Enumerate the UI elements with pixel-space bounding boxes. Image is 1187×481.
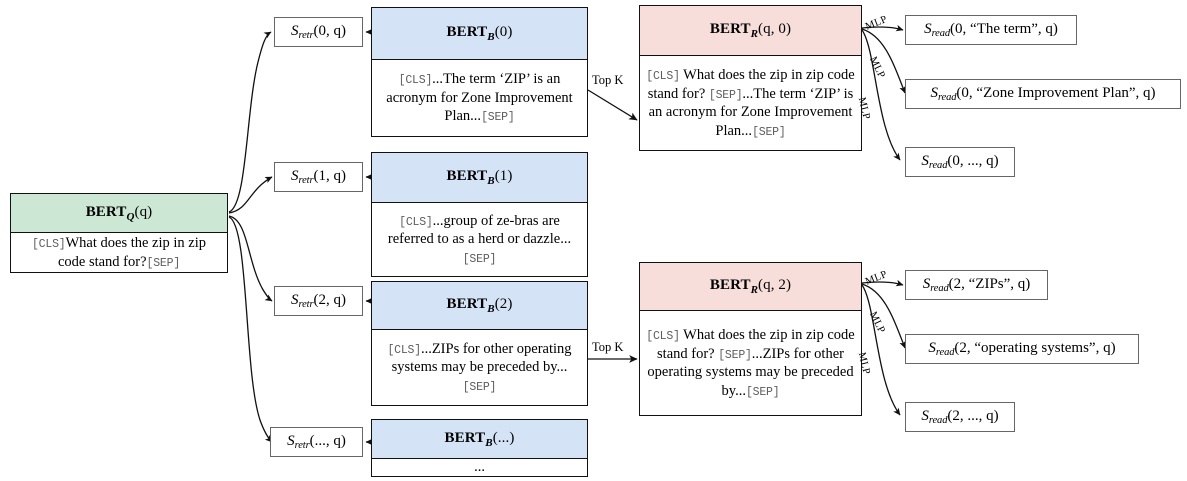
- reader-0-question: What does the zip in zip code stand for?: [647, 66, 855, 102]
- bert-block-dots-title: BERTB(...): [444, 429, 515, 449]
- query-text: What does the zip in zip code stand for?: [57, 234, 207, 270]
- bert-block-2-text: [CLS]...ZIPs for other operating systems…: [372, 330, 587, 405]
- bert-block-dots-box[interactable]: BERTB(...) ...: [371, 419, 588, 477]
- sep-token: [SEP]: [718, 348, 752, 362]
- bert-block-2-title: BERTB(2): [446, 296, 513, 315]
- sep-token-end: [SEP]: [752, 125, 786, 139]
- s-retr-dots-box[interactable]: Sretr(..., q): [270, 427, 363, 457]
- topk-label-top: Top K: [592, 73, 624, 87]
- bert-query-title: BERTQ(q): [85, 203, 153, 223]
- topk-label-bottom: Top K: [592, 340, 624, 354]
- bert-block-dots-header: BERTB(...): [372, 420, 587, 459]
- bert-reader-0-box[interactable]: BERTR(q, 0) [CLS] What does the zip in z…: [639, 5, 862, 151]
- s-retr-dots-label: Sretr(..., q): [287, 433, 346, 451]
- s-read-0-term-label: Sread(0, “The term”, q): [924, 21, 1058, 39]
- bert-query-text: [CLS]What does the zip in zip code stand…: [11, 233, 227, 272]
- sep-token: [SEP]: [462, 252, 497, 266]
- bert-query-box[interactable]: BERTQ(q) [CLS]What does the zip in zip c…: [10, 193, 228, 273]
- bert-reader-1-text: [CLS] What does the zip in zip code stan…: [640, 311, 861, 415]
- s-retr-0-label: Sretr(0, q): [291, 23, 346, 41]
- bert-reader-1-box[interactable]: BERTR(q, 2) [CLS] What does the zip in z…: [639, 262, 862, 416]
- block-1-passage: ...group of ze-bras are referred to as a…: [387, 212, 572, 248]
- bert-block-1-box[interactable]: BERTB(1) [CLS]...group of ze-bras are re…: [371, 152, 588, 277]
- cls-token: [CLS]: [387, 343, 421, 357]
- reader-1-question: What does the zip in zip code stand for?: [657, 326, 855, 362]
- sep-token: [SEP]: [146, 256, 181, 270]
- bert-reader-1-header: BERTR(q, 2): [640, 263, 861, 311]
- bert-block-1-title: BERTB(1): [446, 168, 513, 187]
- s-retr-2-box[interactable]: Sretr(2, q): [274, 286, 363, 316]
- bert-reader-0-header: BERTR(q, 0): [640, 6, 861, 56]
- bert-block-0-text: [CLS]...The term ‘ZIP’ is an acronym for…: [372, 60, 587, 136]
- mlp-label-bottom-2: MLP: [867, 310, 887, 336]
- s-read-2-os-box[interactable]: Sread(2, “operating systems”, q): [905, 334, 1139, 364]
- block-dots-passage: ...: [474, 459, 485, 476]
- bert-block-1-text: [CLS]...group of ze-bras are referred to…: [372, 203, 587, 276]
- s-read-0-dots-label: Sread(0, ..., q): [921, 153, 999, 171]
- s-retr-1-box[interactable]: Sretr(1, q): [274, 162, 363, 192]
- bert-reader-0-text: [CLS] What does the zip in zip code stan…: [640, 56, 861, 150]
- bert-block-0-title: BERTB(0): [446, 24, 513, 43]
- bert-reader-0-title: BERTR(q, 0): [709, 21, 792, 40]
- sep-token: [SEP]: [462, 380, 497, 394]
- s-read-0-zone-box[interactable]: Sread(0, “Zone Improvement Plan”, q): [905, 79, 1181, 109]
- s-retr-0-box[interactable]: Sretr(0, q): [274, 17, 363, 47]
- bert-block-2-box[interactable]: BERTB(2) [CLS]...ZIPs for other operatin…: [371, 281, 588, 406]
- s-read-0-term-box[interactable]: Sread(0, “The term”, q): [905, 15, 1077, 45]
- bert-block-dots-text: ...: [372, 459, 587, 476]
- cls-token: [CLS]: [646, 329, 680, 343]
- cls-token: [CLS]: [399, 215, 433, 229]
- block-2-passage: ...ZIPs for other operating systems may …: [391, 340, 572, 376]
- cls-token: [CLS]: [646, 69, 680, 83]
- s-read-0-dots-box[interactable]: Sread(0, ..., q): [905, 147, 1015, 177]
- bert-block-1-header: BERTB(1): [372, 153, 587, 203]
- s-read-2-zips-box[interactable]: Sread(2, “ZIPs”, q): [905, 270, 1048, 300]
- s-read-0-zone-label: Sread(0, “Zone Improvement Plan”, q): [930, 85, 1156, 103]
- s-retr-1-label: Sretr(1, q): [291, 168, 346, 186]
- mlp-label-bottom-1: MLP: [863, 268, 889, 288]
- s-retr-2-label: Sretr(2, q): [291, 292, 346, 310]
- cls-token: [CLS]: [398, 74, 433, 88]
- bert-block-2-header: BERTB(2): [372, 282, 587, 330]
- s-read-2-dots-label: Sread(2, ..., q): [921, 408, 999, 426]
- sep-token: [SEP]: [481, 111, 515, 125]
- cls-token: [CLS]: [31, 237, 66, 251]
- mlp-label-top-1: MLP: [863, 13, 889, 33]
- bert-query-header: BERTQ(q): [11, 194, 227, 233]
- mlp-label-top-2: MLP: [867, 55, 887, 81]
- reader-0-passage: ...The term ‘ZIP’ is an acronym for Zone…: [648, 85, 854, 139]
- block-0-passage: ...The term ‘ZIP’ is an acronym for Zone…: [386, 71, 573, 125]
- bert-block-0-header: BERTB(0): [372, 8, 587, 60]
- s-read-2-dots-box[interactable]: Sread(2, ..., q): [905, 402, 1015, 432]
- s-read-2-os-label: Sread(2, “operating systems”, q): [928, 340, 1116, 358]
- sep-token: [SEP]: [708, 88, 743, 102]
- sep-token-end: [SEP]: [745, 385, 780, 399]
- bert-block-0-box[interactable]: BERTB(0) [CLS]...The term ‘ZIP’ is an ac…: [371, 7, 588, 137]
- reader-1-passage: ...ZIPs for other operating systems may …: [647, 345, 854, 399]
- s-read-2-zips-label: Sread(2, “ZIPs”, q): [922, 276, 1031, 294]
- bert-reader-1-title: BERTR(q, 2): [709, 277, 792, 296]
